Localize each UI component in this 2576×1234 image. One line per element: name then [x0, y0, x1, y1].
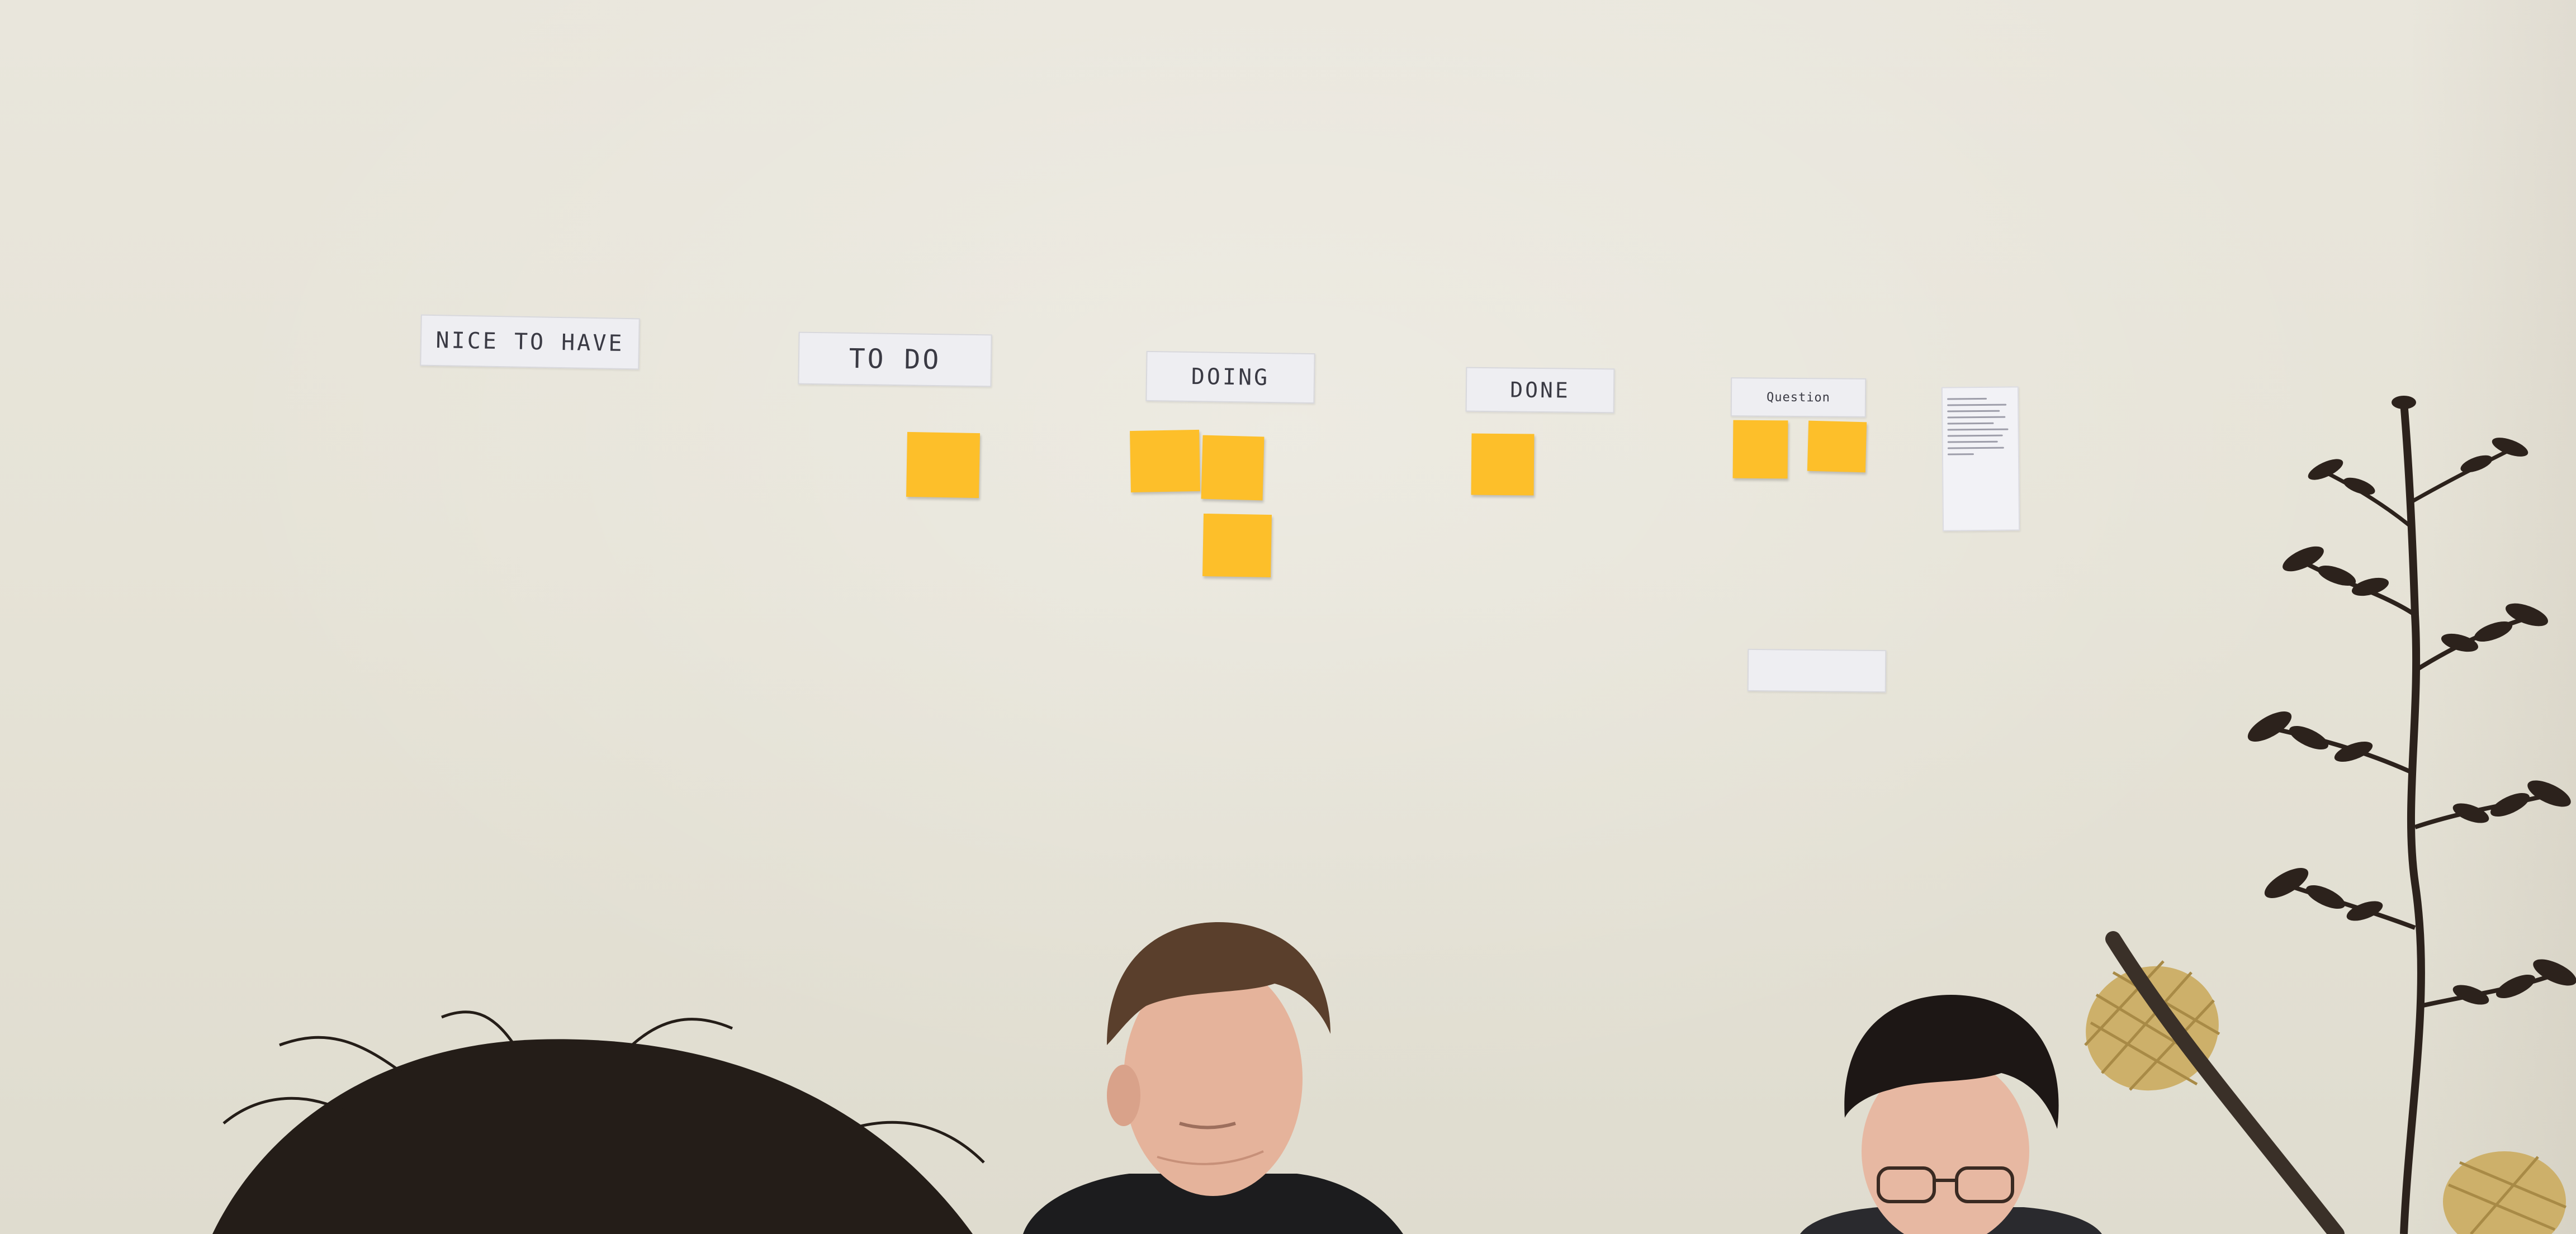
scribble — [1947, 422, 1994, 425]
label-extra — [1747, 648, 1887, 693]
flax-stalk — [2105, 931, 2345, 1234]
label-done: DONE — [1465, 367, 1615, 414]
scribble — [1947, 447, 2005, 449]
sticky-note-doing-1 — [1130, 429, 1200, 493]
scribble — [1947, 440, 1998, 443]
woven-flax-basket-2 — [2443, 1151, 2566, 1234]
label-to-do: TO DO — [798, 331, 992, 387]
sticky-note-question-1 — [1732, 420, 1788, 479]
person-right-with-glasses — [1800, 995, 2102, 1234]
scribble — [1947, 397, 1987, 400]
person-middle — [1023, 922, 1403, 1234]
dried-plant — [2247, 396, 2576, 1234]
label-to-do-text: TO DO — [849, 343, 941, 376]
woven-flax-basket — [2084, 960, 2220, 1091]
sticky-note-doing-3 — [1202, 513, 1272, 578]
list-sheet — [1941, 386, 2020, 531]
label-doing-text: DOING — [1191, 364, 1270, 391]
scribble — [1947, 416, 2006, 419]
sticky-note-todo — [906, 431, 981, 499]
scribble — [1947, 428, 2009, 431]
label-nice-to-have: NICE TO HAVE — [420, 314, 640, 370]
scribble — [1947, 410, 2000, 412]
label-nice-to-have-text: NICE TO HAVE — [435, 328, 624, 357]
person-back-of-head — [212, 1010, 985, 1234]
label-done-text: DONE — [1510, 377, 1570, 403]
scribble — [1947, 434, 2003, 437]
scribble — [1947, 453, 1974, 455]
sticky-note-doing-2 — [1201, 435, 1265, 501]
sticky-note-question-2 — [1807, 420, 1867, 473]
label-question: Question — [1730, 377, 1867, 417]
sticky-note-done — [1471, 433, 1535, 496]
wall-shadow — [2408, 0, 2576, 1234]
scribble — [1947, 404, 2007, 406]
label-question-text: Question — [1766, 390, 1831, 405]
label-doing: DOING — [1145, 350, 1315, 404]
